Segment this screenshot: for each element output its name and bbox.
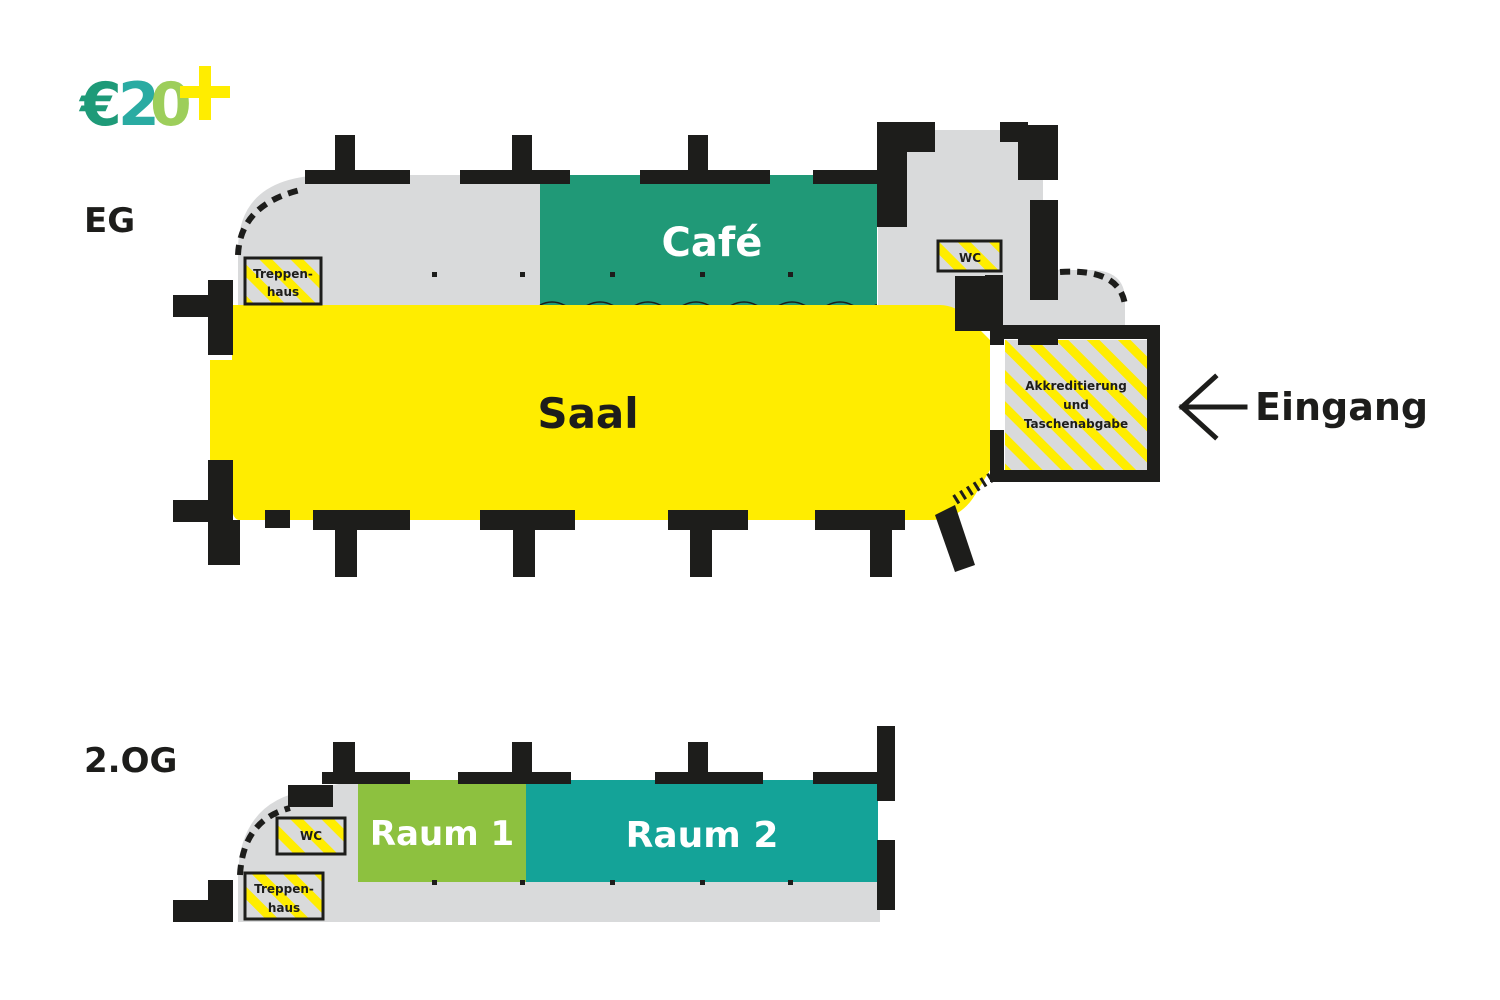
floor-label-eg: EG <box>84 201 135 241</box>
akkreditierung-line1: Akkreditierung <box>1025 379 1127 393</box>
room-raum1-label: Raum 1 <box>370 814 514 854</box>
room-wc-eg <box>936 239 1003 273</box>
logo-zero: 0 <box>150 70 192 140</box>
akkreditierung-line3: Taschenabgabe <box>1024 417 1128 431</box>
og2-walls <box>173 726 895 922</box>
og2-markers <box>432 880 793 885</box>
treppenhaus-eg-line1: Treppen- <box>253 267 313 281</box>
eg-markers <box>432 272 793 277</box>
eg-walls <box>173 122 1160 577</box>
room-treppenhaus-og2 <box>243 871 325 921</box>
arrow-left-icon <box>1178 373 1248 441</box>
room-raum1 <box>358 780 526 882</box>
logo-plus-v <box>199 66 211 120</box>
treppenhaus-og2-line1: Treppen- <box>254 882 314 896</box>
wc-eg-label: WC <box>959 251 981 265</box>
entrance: Eingang <box>1178 373 1428 441</box>
room-akkreditierung <box>1005 340 1150 470</box>
logo-two: 2 <box>118 70 160 140</box>
entrance-label: Eingang <box>1255 385 1428 429</box>
wc-og2-label: WC <box>300 829 322 843</box>
treppenhaus-eg-line2: haus <box>267 285 299 299</box>
room-wc-og2 <box>275 816 347 856</box>
floor-og2: Raum 1 Raum 2 WC Treppen- haus <box>173 726 895 922</box>
room-saal <box>210 305 990 520</box>
logo: € 2 0 <box>78 66 230 140</box>
room-raum2-label: Raum 2 <box>626 815 779 856</box>
room-raum2 <box>526 780 878 882</box>
room-treppenhaus-eg <box>243 256 323 306</box>
treppenhaus-og2-line2: haus <box>268 901 300 915</box>
floor-eg: Café Saal Treppen- haus WC Akkreditierun… <box>173 122 1428 577</box>
room-cafe-label: Café <box>662 220 763 266</box>
eg-curved-wall-tr <box>1059 268 1128 306</box>
akkreditierung-line2: und <box>1063 398 1089 412</box>
floor-label-og2: 2.OG <box>84 741 177 781</box>
og2-corridor <box>238 780 880 922</box>
room-cafe <box>540 175 877 305</box>
logo-euro: € <box>78 70 122 140</box>
room-saal-label: Saal <box>537 389 638 438</box>
